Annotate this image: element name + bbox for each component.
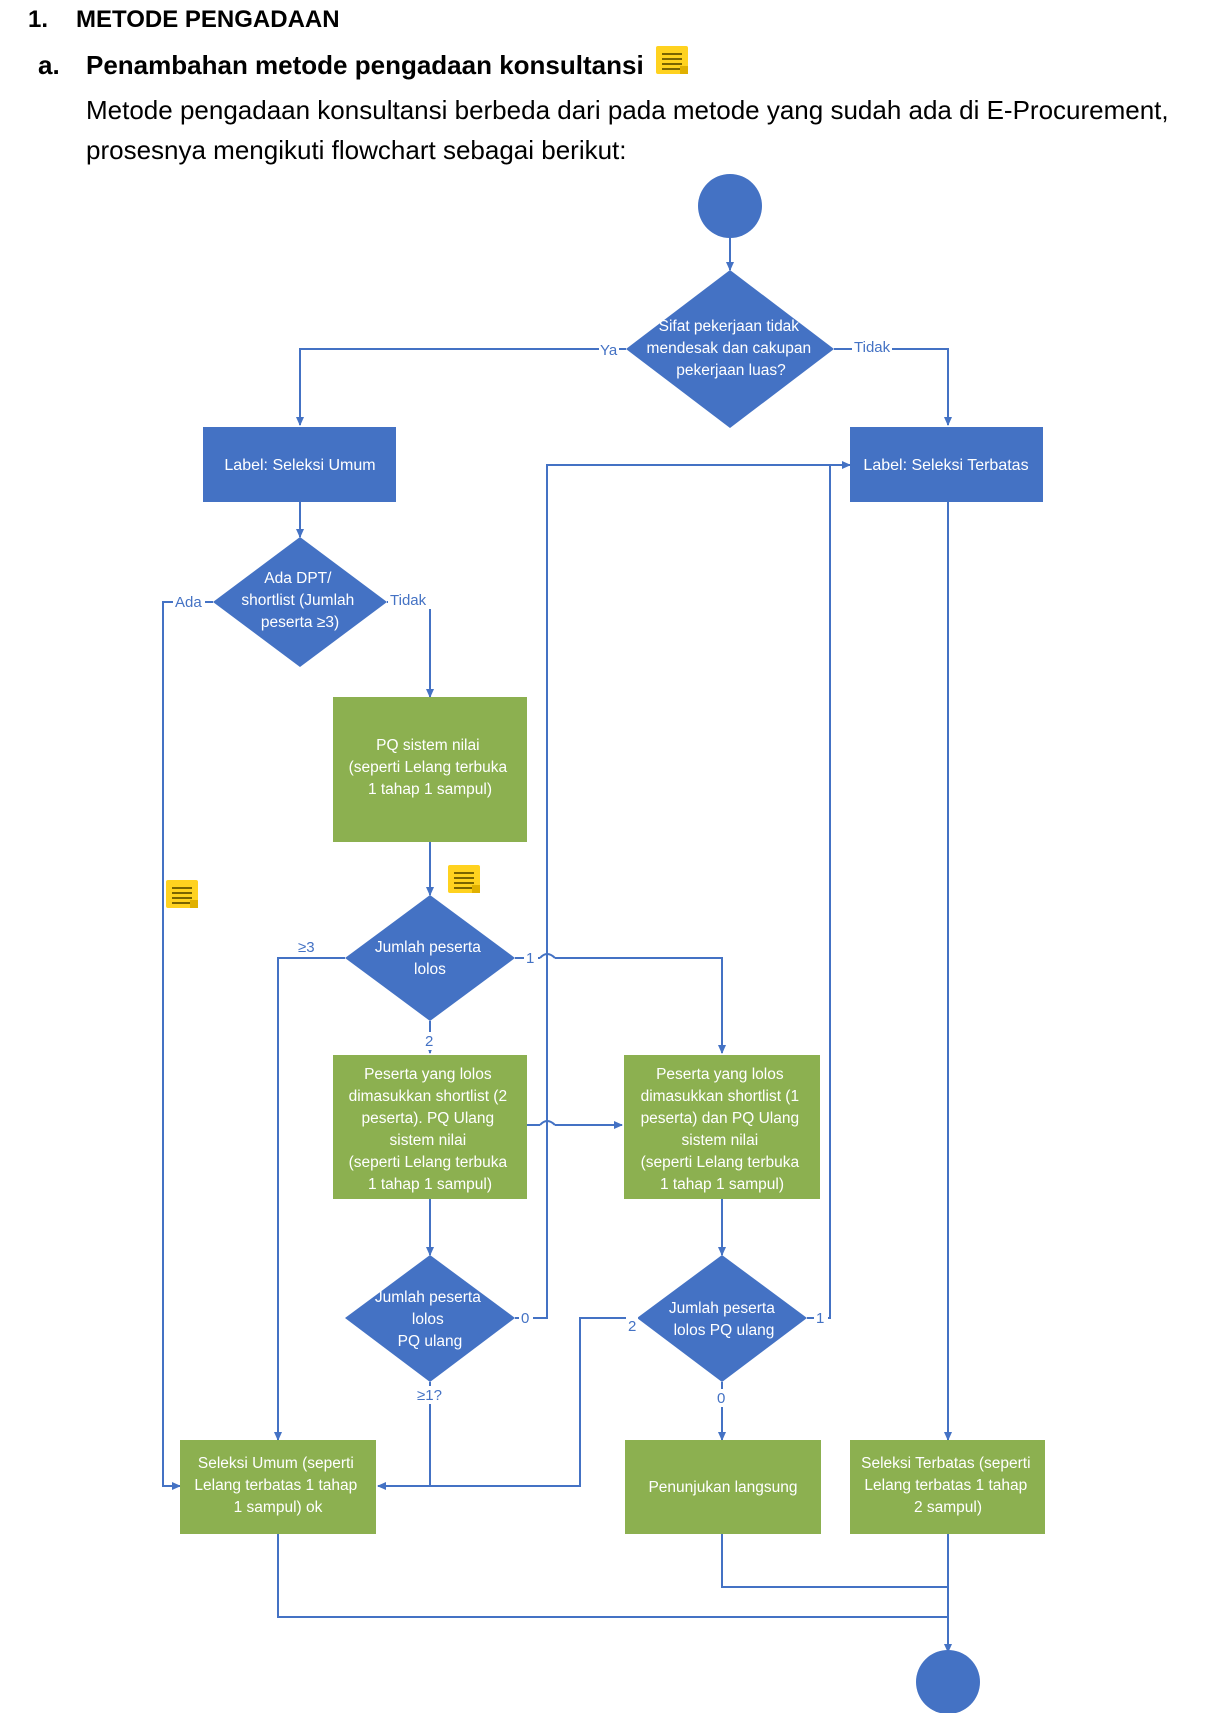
- connector: [274, 957, 345, 1441]
- decision-jumlah-line-2: lolos: [414, 961, 446, 978]
- box-shortlist1-line-2: dimasukkan shortlist (1: [641, 1088, 800, 1105]
- box-shortlist2-line-2: dimasukkan shortlist (2: [349, 1088, 508, 1105]
- label-1-right: 1: [816, 1310, 824, 1327]
- box-shortlist-1: [624, 1055, 820, 1199]
- box-final-umum-line-2: Lelang terbatas 1 tahap: [194, 1477, 357, 1494]
- label-ge3: ≥3: [298, 939, 315, 956]
- decision-dpt: [213, 537, 387, 667]
- box-final-terbatas-line-1: Seleksi Terbatas (seperti: [861, 1455, 1030, 1472]
- start-node: [698, 174, 762, 238]
- svg-text:Jumlah peserta lolos PQ ul: Jumlah peserta lolos PQ ulang: [669, 1300, 779, 1339]
- box-final-terbatas-line-2: Lelang terbatas 1 tahap: [864, 1477, 1027, 1494]
- label-0-left: 0: [521, 1310, 529, 1327]
- svg-text:Seleksi Terbatas (seperti: Seleksi Terbatas (seperti Lelang terbata…: [861, 1455, 1035, 1516]
- section-title: METODE PENGADAAN: [76, 6, 340, 33]
- decision-pq-left-line-3: PQ ulang: [398, 1333, 463, 1350]
- svg-text:Peserta yang lolos dimasuk: Peserta yang lolos dimasukkan shortlist …: [641, 1066, 804, 1193]
- intro-line-1: Metode pengadaan konsultansi berbeda dar…: [86, 95, 1169, 125]
- connector: [296, 348, 626, 426]
- label-2: 2: [425, 1033, 433, 1050]
- svg-text:Jumlah peserta lolos P: Jumlah peserta lolos PQ ulang: [375, 1289, 485, 1350]
- box-penunjukan-text: Penunjukan langsung: [648, 1479, 797, 1496]
- box-final-umum-line-1: Seleksi Umum (seperti: [198, 1455, 354, 1472]
- box-pq-sistem-nilai: [333, 697, 527, 842]
- decision-dpt-line-2: shortlist (Jumlah: [241, 592, 354, 609]
- intro-paragraph: Metode pengadaan konsultansi berbeda dar…: [86, 90, 1206, 170]
- box-shortlist1-line-6: 1 tahap 1 sampul): [660, 1176, 784, 1193]
- box-shortlist2-line-5: (seperti Lelang terbuka: [349, 1154, 508, 1171]
- label-ada: Ada: [175, 594, 202, 611]
- intro-line-2: prosesnya mengikuti flowchart sebagai be…: [86, 135, 627, 165]
- decision-sifat-line-2: mendesak dan cakupan: [647, 340, 812, 357]
- decision-pq-right-line-1: Jumlah peserta: [669, 1300, 775, 1317]
- box-shortlist1-line-1: Peserta yang lolos: [656, 1066, 784, 1083]
- box-label-seleksi-umum-text: Label: Seleksi Umum: [224, 457, 375, 474]
- label-tidak-top: Tidak: [854, 339, 891, 356]
- box-shortlist2-line-1: Peserta yang lolos: [364, 1066, 492, 1083]
- connector: [834, 348, 952, 426]
- connector: [721, 1534, 948, 1588]
- box-pq-line-1: PQ sistem nilai: [376, 737, 479, 754]
- connector: [162, 601, 213, 1490]
- label-ya: Ya: [600, 342, 618, 359]
- svg-text:PQ sistem nilai (seperti L: PQ sistem nilai (seperti Lelang terbuka …: [349, 737, 512, 798]
- box-final-umum-line-3: 1 sampul) ok: [234, 1499, 323, 1516]
- svg-text:Ada DPT/ shortlist (Jumlah: Ada DPT/ shortlist (Jumlah peserta ≥3): [241, 570, 358, 631]
- decision-dpt-line-1: Ada DPT/: [264, 570, 332, 587]
- decision-sifat-pekerjaan: [626, 270, 834, 428]
- box-shortlist-2: [333, 1055, 527, 1199]
- decision-dpt-line-3: peserta ≥3): [261, 614, 339, 631]
- decision-jumlah-peserta: [345, 895, 515, 1021]
- box-shortlist2-line-4: sistem nilai: [390, 1132, 467, 1149]
- label-2-right: 2: [628, 1318, 636, 1335]
- box-shortlist1-line-4: sistem nilai: [682, 1132, 759, 1149]
- decision-sifat-line-3: pekerjaan luas?: [676, 362, 786, 379]
- sticky-note-icon[interactable]: [166, 880, 198, 908]
- svg-text:Sifat pekerjaan tidak mend: Sifat pekerjaan tidak mendesak dan cakup…: [647, 318, 816, 379]
- box-pq-line-3: 1 tahap 1 sampul): [368, 781, 492, 798]
- label-1: 1: [526, 950, 534, 967]
- decision-sifat-line-1: Sifat pekerjaan tidak: [659, 318, 800, 335]
- section-number: 1.: [28, 6, 49, 33]
- sticky-note-icon[interactable]: [656, 46, 688, 74]
- box-pq-line-2: (seperti Lelang terbuka: [349, 759, 508, 776]
- subsection-title: Penambahan metode pengadaan konsultansi: [86, 50, 644, 80]
- connector: [430, 1317, 637, 1487]
- svg-text:Seleksi Umum (seperti Lela: Seleksi Umum (seperti Lelang terbatas 1 …: [194, 1455, 361, 1516]
- label-ge1: ≥1?: [417, 1387, 442, 1404]
- subsection-letter: a.: [38, 50, 60, 80]
- box-shortlist2-line-3: peserta). PQ Ulang: [362, 1110, 495, 1127]
- box-label-seleksi-terbatas: [850, 427, 1043, 502]
- label-tidak-dpt: Tidak: [390, 592, 427, 609]
- decision-jumlah-line-1: Jumlah peserta: [375, 939, 481, 956]
- box-final-seleksi-umum: [180, 1440, 376, 1534]
- box-shortlist1-line-3: peserta) dan PQ Ulang: [641, 1110, 800, 1127]
- svg-text:Peserta yang lolos dimasuk: Peserta yang lolos dimasukkan shortlist …: [349, 1066, 512, 1193]
- subsection-heading: a. Penambahan metode pengadaan konsultans…: [38, 50, 644, 81]
- decision-pq-ulang-left: [345, 1255, 515, 1382]
- svg-text:Jumlah peserta lolos: Jumlah peserta lolos: [375, 939, 485, 978]
- box-shortlist2-line-6: 1 tahap 1 sampul): [368, 1176, 492, 1193]
- box-final-terbatas-line-3: 2 sampul): [914, 1499, 982, 1516]
- decision-pq-right-line-2: lolos PQ ulang: [674, 1322, 775, 1339]
- box-final-seleksi-terbatas: [850, 1440, 1045, 1534]
- sticky-note-icon[interactable]: [448, 865, 480, 893]
- decision-pq-left-line-2: lolos: [412, 1311, 444, 1328]
- box-label-seleksi-terbatas-text: Label: Seleksi Terbatas: [863, 457, 1028, 474]
- decision-pq-ulang-right: [637, 1255, 807, 1382]
- decision-pq-left-line-1: Jumlah peserta: [375, 1289, 481, 1306]
- section-heading: 1. METODE PENGADAAN: [28, 6, 340, 34]
- box-label-seleksi-umum: [203, 427, 396, 502]
- box-shortlist1-line-5: (seperti Lelang terbuka: [641, 1154, 800, 1171]
- label-0-right: 0: [717, 1390, 725, 1407]
- box-penunjukan-langsung: [625, 1440, 821, 1534]
- connector: [277, 1534, 948, 1618]
- connector: [387, 601, 434, 698]
- end-node: [916, 1650, 980, 1713]
